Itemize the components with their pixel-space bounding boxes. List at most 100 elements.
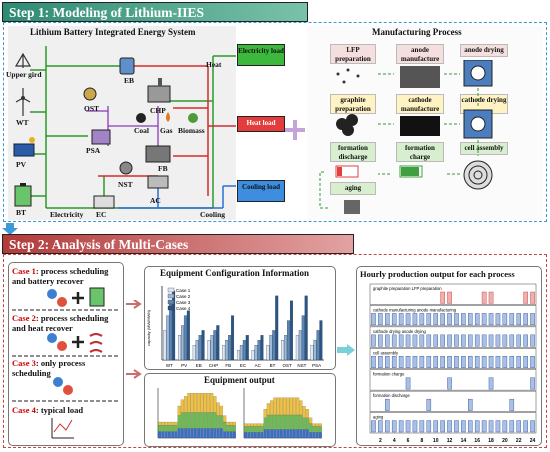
hr-bar (509, 420, 515, 433)
hr-bar (385, 356, 390, 368)
hr-bar (412, 313, 418, 326)
eq-bar (289, 300, 293, 361)
ost-icon (83, 87, 97, 101)
hr-series-label: aging (373, 415, 384, 420)
hr-bar (502, 334, 508, 347)
out-bar (213, 396, 217, 413)
hr-bar (385, 334, 390, 347)
process-formation-charge: formation charge (396, 142, 444, 162)
eq-bar (310, 345, 314, 361)
eq-tick-label: EB (196, 363, 202, 368)
hr-bar (509, 313, 515, 326)
out-bar (232, 425, 236, 432)
out-bar (158, 431, 162, 439)
nst-label: NST (118, 180, 133, 189)
anode-film-icon (400, 66, 440, 88)
aging-icon (344, 200, 360, 214)
energy-system-diagram (13, 46, 236, 209)
eq-bar (245, 335, 249, 361)
heat-load-box: Heat load (237, 116, 285, 132)
eq-bar (210, 335, 214, 361)
hr-x-tick: 20 (502, 438, 508, 444)
eq-bar (319, 320, 323, 361)
hr-bar (502, 356, 508, 368)
out-bar (270, 400, 274, 416)
out-bar (244, 423, 248, 427)
eq-bar (192, 345, 196, 361)
heat-bus-label: Heat (206, 60, 222, 69)
eq-bar (186, 310, 190, 361)
eq-bar (180, 325, 184, 361)
out-bar (276, 397, 280, 416)
eq-bar (213, 330, 217, 361)
hr-bar (378, 420, 383, 433)
hr-x-tick: 8 (420, 438, 423, 444)
plus-icon (285, 120, 305, 140)
hr-bar (433, 313, 438, 326)
eq-bar (251, 349, 255, 361)
process-cathode-manufacture: cathode manufacture (396, 94, 444, 114)
eq-tick-label: NST (297, 363, 306, 368)
eq-tick-label: FB (225, 363, 231, 368)
hr-subplot-frame (369, 283, 537, 305)
eq-legend-label: Case 2 (176, 294, 191, 299)
out-bar (171, 421, 175, 426)
hr-bar (433, 356, 438, 368)
heat-bus (98, 65, 236, 196)
electricity-bus-label: Electricity (50, 210, 84, 219)
case4-text: Case 4: typical load (12, 405, 124, 415)
out-bar (292, 429, 296, 439)
eq-bar (198, 335, 202, 361)
out-bar (174, 431, 178, 439)
process-graphite: graphite preparation (330, 94, 376, 114)
hr-bar (433, 334, 438, 347)
hr-bar (385, 398, 390, 411)
hr-bar (447, 420, 452, 433)
eq-bar (284, 335, 288, 361)
hr-bar (495, 356, 501, 368)
process-anode-drying: anode drying (460, 44, 508, 57)
case2-text: Case 2: process scheduling and heat reco… (12, 313, 124, 333)
hr-bar (440, 356, 445, 368)
hr-bar (502, 313, 508, 326)
hr-bar (495, 420, 501, 433)
out-bar (184, 412, 188, 429)
out-bar (309, 432, 313, 439)
hr-bar (516, 313, 521, 326)
out-bar (244, 432, 248, 439)
bt-label: BT (16, 208, 27, 217)
out-bar (190, 412, 194, 429)
out-bar (309, 423, 313, 433)
out-bar (247, 432, 251, 439)
hr-bar (461, 334, 466, 347)
equip-output-title: Equipment output (204, 375, 275, 385)
hr-bar (481, 420, 487, 433)
hr-bar (447, 334, 452, 347)
out-bar (161, 425, 165, 432)
out-bar (184, 428, 188, 439)
eq-tick-label: OST (283, 363, 293, 368)
eq-legend-swatch (167, 287, 175, 293)
hr-subplot-frame (369, 348, 537, 369)
hr-bar (405, 420, 411, 433)
hr-series-label: cathode drying anode drying (373, 329, 427, 334)
out-bar (286, 397, 290, 416)
eq-bar (260, 335, 264, 361)
case1-num: Case 1 (12, 266, 36, 276)
out-bar (167, 425, 171, 432)
out-bar (292, 397, 296, 416)
eq-bar (163, 330, 167, 361)
out-bar (279, 414, 283, 430)
anode-drying-icon (463, 60, 493, 87)
hr-bar (412, 420, 418, 433)
battery-icon (89, 287, 105, 307)
hr-bar (481, 334, 487, 347)
hr-x-tick: 2 (379, 438, 382, 444)
out-bar (312, 432, 316, 439)
hr-bar (523, 356, 528, 368)
step-arrow (2, 223, 18, 235)
eq-y-label: capacity (MW/MWh) (146, 309, 151, 346)
out-bar (266, 403, 270, 416)
out-bar (203, 393, 207, 413)
